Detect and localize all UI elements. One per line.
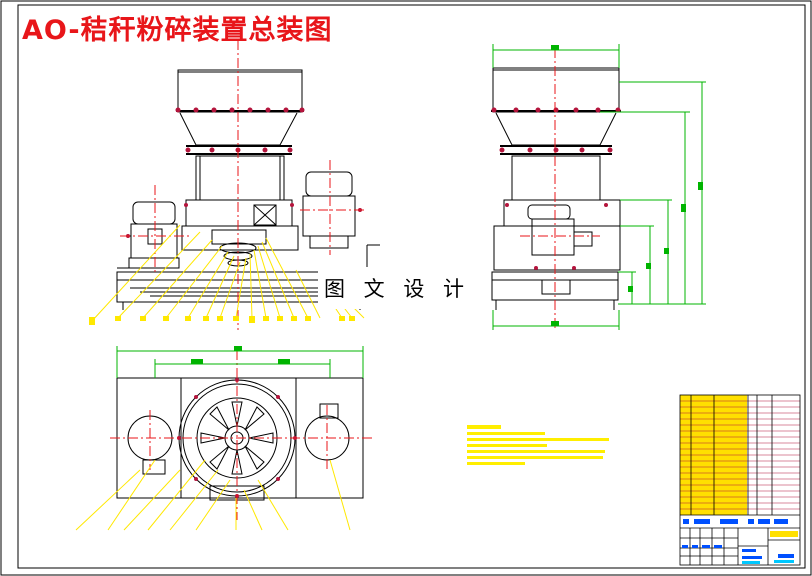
front-view-bolts [126,107,362,238]
inner-border [17,4,806,569]
front-view-leaders [91,224,365,322]
title-block [679,394,801,566]
drawing-title: AO-秸秆粉碎装置总装图 [22,15,333,46]
top-view-dimension-values [191,346,290,364]
top-view [116,377,364,501]
top-view-centerlines [110,350,375,520]
side-view-dimension-values [551,45,703,326]
front-view-balloons [89,316,355,325]
top-view-leaders [75,459,351,531]
top-view-bolts [177,378,297,498]
front-view-centerlines [120,40,365,330]
side-view-bolts [491,107,621,270]
side-view-centerlines [520,48,600,330]
technical-notes [467,425,609,465]
side-view [491,67,621,310]
watermark-label: 图 文 设 计 [318,267,476,309]
